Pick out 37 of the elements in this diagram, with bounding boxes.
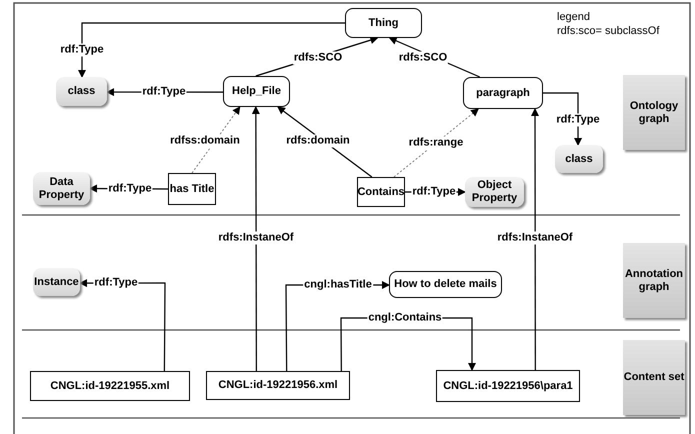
resource-box: has Title xyxy=(168,173,216,205)
edge-label: rdf:Type xyxy=(411,186,457,198)
layer-label-panel: Content set xyxy=(623,340,685,415)
class-node: Thing xyxy=(345,8,422,38)
edge-label: rdfs:range xyxy=(408,136,464,150)
resource-box: CNGL:id-19221956.xml xyxy=(206,371,350,400)
edge-label: rdf:Type xyxy=(59,44,105,56)
layer-label-panel: Ontology graph xyxy=(623,75,685,150)
class-node: paragraph xyxy=(463,77,543,109)
edge-label: rdf:Type xyxy=(555,114,601,126)
edge-label: cngl:hasTitle xyxy=(303,278,373,292)
edge-label: rdfs:InstaneOf xyxy=(217,232,295,244)
legend-note: legend xyxy=(557,10,592,24)
edge-label: rdf:Type xyxy=(141,86,187,98)
edge-label: rdfs:domain xyxy=(285,134,351,148)
edge-label: cngl:Contains xyxy=(367,312,443,324)
edge-label: rdfss:domain xyxy=(169,134,241,148)
class-node: Instance xyxy=(33,268,80,296)
arrow xyxy=(531,108,539,370)
class-node: How to delete mails xyxy=(389,271,502,298)
layer-label-panel: Annotation graph xyxy=(623,243,685,318)
edge-label: rdf:Type xyxy=(93,276,139,290)
legend-note: rdfs:sco= subclassOf xyxy=(557,24,660,38)
arrow xyxy=(252,106,260,371)
arrow xyxy=(78,22,345,78)
class-node: class xyxy=(56,77,107,106)
class-node: class xyxy=(555,145,603,173)
class-node: Object Property xyxy=(465,177,524,207)
resource-box: CNGL:id-19221955.xml xyxy=(30,371,190,401)
edge-label: rdfs:SCO xyxy=(292,52,344,64)
resource-box: CNGL:id-19221956\para1 xyxy=(436,370,580,402)
edge-label: rdfs:SCO xyxy=(398,52,448,64)
class-node: Help_File xyxy=(223,76,290,107)
edge-label: rdfs:InstaneOf xyxy=(496,232,574,244)
class-node: Data Property xyxy=(33,172,90,205)
edge-label: rdf:Type xyxy=(107,182,153,196)
resource-box: Contains xyxy=(357,177,405,207)
